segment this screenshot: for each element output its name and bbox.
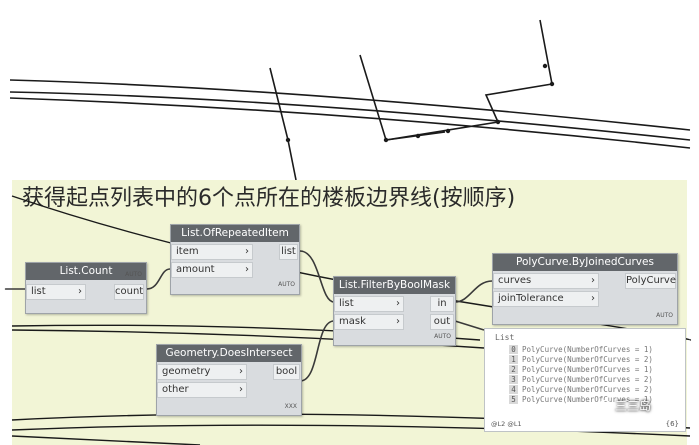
lacing-label: XXX <box>284 403 297 410</box>
port-label: mask <box>339 316 366 327</box>
item-value: PolyCurve(NumberOfCurves = 1) <box>522 395 653 404</box>
port-label: list <box>31 286 46 297</box>
lacing-label: AUTO <box>656 312 673 319</box>
node-title: PolyCurve.ByJoinedCurves <box>493 254 677 271</box>
input-port-join-tolerance[interactable]: joinTolerance › <box>493 291 599 307</box>
node-list-filter-by-bool-mask[interactable]: List.FilterByBoolMask list › mask › in o… <box>333 276 456 346</box>
list-item: 1 PolyCurve(NumberOfCurves = 2) <box>509 355 653 364</box>
input-port-amount[interactable]: amount › <box>171 262 253 278</box>
item-index: 4 <box>509 385 518 394</box>
input-port-item[interactable]: item › <box>171 244 253 260</box>
input-port-list[interactable]: list › <box>334 296 404 312</box>
watermark-text: 三三岛 <box>615 399 652 413</box>
port-arrow-icon: › <box>78 286 82 297</box>
item-index: 2 <box>509 365 518 374</box>
lacing-label: AUTO <box>278 281 295 288</box>
port-arrow-icon: › <box>591 293 595 304</box>
list-levels: @L2 @L1 <box>491 420 522 428</box>
port-arrow-icon: › <box>591 275 595 286</box>
lacing-label: AUTO <box>434 333 451 340</box>
output-port-in[interactable]: in <box>430 296 454 312</box>
output-port-bool[interactable]: bool <box>273 364 300 380</box>
port-label: geometry <box>162 366 211 377</box>
node-title: List.Count <box>26 263 146 280</box>
port-label: item <box>176 246 199 257</box>
lacing-label: AUTO <box>125 271 142 278</box>
node-list-count[interactable]: List.Count list › count AUTO <box>25 262 147 314</box>
node-list-of-repeated-item[interactable]: List.OfRepeatedItem item › amount › list… <box>170 224 300 295</box>
input-port-curves[interactable]: curves › <box>493 273 599 289</box>
input-port-mask[interactable]: mask › <box>334 314 404 330</box>
input-port-geometry[interactable]: geometry › <box>157 364 247 380</box>
watermark: 三三岛 <box>598 397 651 414</box>
group-title[interactable]: 获得起点列表中的6个点所在的楼板边界线(按顺序) <box>22 186 516 211</box>
port-label: amount <box>176 264 215 275</box>
port-label: curves <box>498 275 532 286</box>
port-arrow-icon: › <box>245 246 249 257</box>
list-item: 2 PolyCurve(NumberOfCurves = 1) <box>509 365 653 374</box>
watermark-logo-icon <box>598 399 612 414</box>
node-polycurve-by-joined-curves[interactable]: PolyCurve.ByJoinedCurves curves › joinTo… <box>492 253 678 325</box>
port-arrow-icon: › <box>239 366 243 377</box>
port-arrow-icon: › <box>396 316 400 327</box>
list-item: 4 PolyCurve(NumberOfCurves = 2) <box>509 385 653 394</box>
node-title: List.OfRepeatedItem <box>171 225 299 242</box>
item-index: 1 <box>509 355 518 364</box>
output-port-polycurve[interactable]: PolyCurve <box>625 273 676 289</box>
port-label: joinTolerance <box>498 293 564 304</box>
item-value: PolyCurve(NumberOfCurves = 2) <box>522 375 653 384</box>
item-index: 5 <box>509 395 518 404</box>
item-index: 0 <box>509 345 518 354</box>
port-arrow-icon: › <box>245 264 249 275</box>
item-value: PolyCurve(NumberOfCurves = 1) <box>522 345 653 354</box>
item-value: PolyCurve(NumberOfCurves = 2) <box>522 385 653 394</box>
input-port-other[interactable]: other › <box>157 382 247 398</box>
port-label: other <box>162 384 189 395</box>
port-arrow-icon: › <box>239 384 243 395</box>
input-port-list[interactable]: list › <box>26 284 86 300</box>
preview-title: List <box>495 333 515 342</box>
item-value: PolyCurve(NumberOfCurves = 2) <box>522 355 653 364</box>
node-title: List.FilterByBoolMask <box>334 277 455 294</box>
output-port-list[interactable]: list <box>279 244 298 260</box>
list-item: 0 PolyCurve(NumberOfCurves = 1) <box>509 345 653 354</box>
port-arrow-icon: › <box>396 298 400 309</box>
list-item: 5 PolyCurve(NumberOfCurves = 1) <box>509 395 653 404</box>
output-port-count[interactable]: count <box>114 284 144 300</box>
node-geometry-does-intersect[interactable]: Geometry.DoesIntersect geometry › other … <box>156 344 302 416</box>
port-label: list <box>339 298 354 309</box>
list-item: 3 PolyCurve(NumberOfCurves = 2) <box>509 375 653 384</box>
list-count: {6} <box>665 420 679 428</box>
item-index: 3 <box>509 375 518 384</box>
node-title: Geometry.DoesIntersect <box>157 345 301 362</box>
output-port-out[interactable]: out <box>430 314 454 330</box>
item-value: PolyCurve(NumberOfCurves = 1) <box>522 365 653 374</box>
